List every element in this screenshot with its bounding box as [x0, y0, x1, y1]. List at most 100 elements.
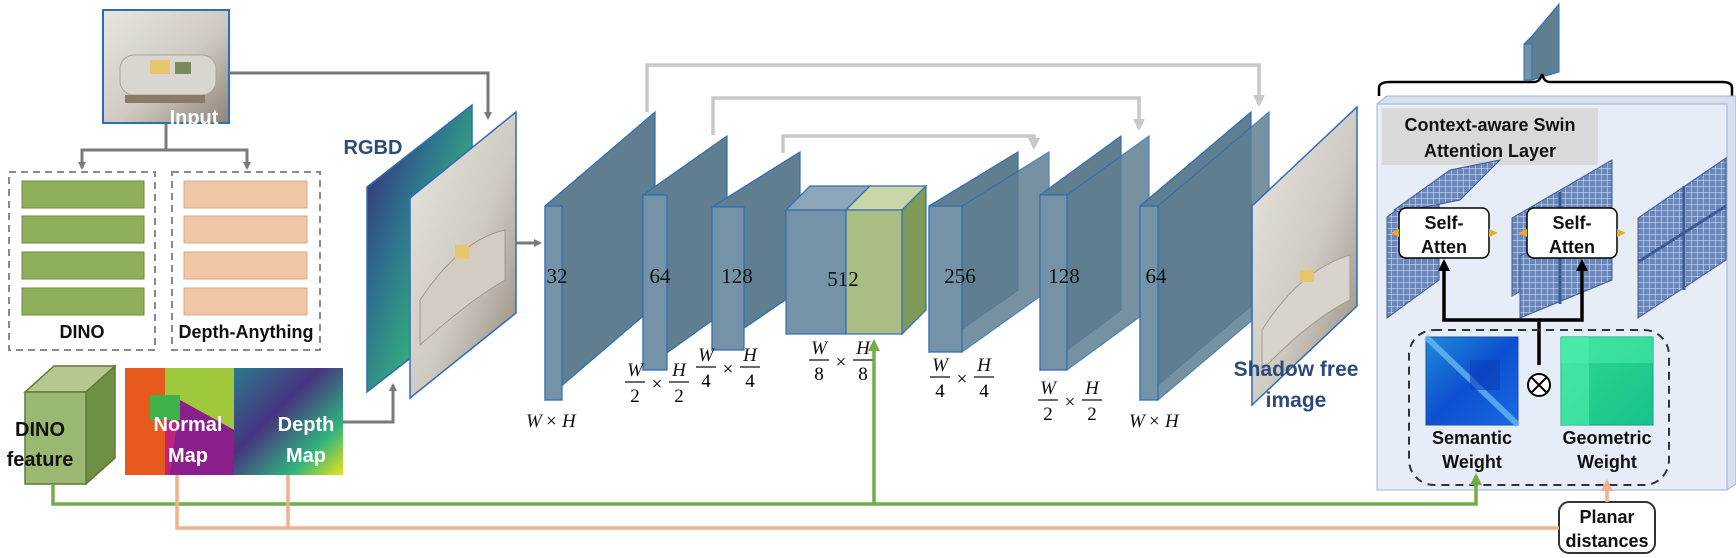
semantic-weight-label-1: Semantic [1432, 428, 1512, 448]
svg-text:×: × [723, 359, 734, 380]
svg-text:W: W [627, 360, 645, 381]
svg-text:8: 8 [814, 364, 824, 385]
output-label-1: Shadow free [1234, 358, 1359, 381]
normal-map: Normal Map [125, 368, 234, 475]
dim-label-4: W 8 × H 8 [809, 338, 873, 385]
layer-32 [544, 110, 656, 402]
shadow-free-output: Shadow free image [1234, 105, 1359, 412]
svg-text:Self-: Self- [1424, 213, 1463, 233]
attention-layer-icon [1523, 2, 1560, 81]
normal-map-label-1: Normal [154, 414, 223, 436]
svg-text:W: W [811, 338, 829, 359]
depth-map-label-2: Map [286, 445, 326, 467]
panel-brace [1377, 73, 1734, 96]
layer-num-4: 256 [944, 264, 976, 288]
skip-connections [645, 63, 1265, 153]
dino-feature-label-2: feature [7, 449, 74, 471]
dim-label-7: W × H [1129, 411, 1180, 432]
layer-num-6: 64 [1146, 264, 1168, 288]
svg-text:8: 8 [858, 364, 868, 385]
svg-text:×: × [957, 369, 968, 390]
planar-label-1: Planar [1579, 507, 1634, 527]
depth-map: Depth Map [234, 368, 343, 475]
window-grid-right [1637, 157, 1727, 319]
rgbd-label: RGBD [344, 137, 403, 159]
attention-flow-arrows [1390, 229, 1626, 237]
panel-title-2: Attention Layer [1424, 141, 1556, 161]
dim-label-2: W 2 × H 2 [625, 360, 689, 407]
dino-label: DINO [60, 322, 105, 342]
layer-num-1: 64 [650, 264, 672, 288]
svg-text:H: H [1084, 378, 1100, 399]
dim-label-5: W 4 × H 4 [930, 355, 994, 402]
svg-text:2: 2 [674, 386, 684, 407]
svg-text:×: × [652, 374, 663, 395]
svg-text:2: 2 [1087, 404, 1097, 425]
svg-text:4: 4 [979, 381, 989, 402]
dim-label-1: W × H [526, 411, 577, 432]
weights-box [1408, 329, 1670, 486]
dim-label-3: W 4 × H 4 [696, 345, 760, 392]
svg-text:H: H [855, 338, 871, 359]
weight-arrows [1438, 259, 1588, 365]
svg-text:×: × [546, 411, 557, 432]
svg-text:×: × [836, 352, 847, 373]
layer-num-5: 128 [1048, 264, 1080, 288]
svg-text:×: × [1065, 392, 1076, 413]
svg-text:Self-: Self- [1552, 213, 1591, 233]
planar-label-2: distances [1565, 531, 1648, 551]
svg-text:H: H [1164, 411, 1180, 432]
geometric-weight-map: Geometric Weight [1560, 336, 1654, 472]
svg-text:2: 2 [1043, 404, 1053, 425]
svg-text:W: W [932, 355, 950, 376]
svg-text:Atten: Atten [1421, 237, 1467, 257]
svg-text:Atten: Atten [1549, 237, 1595, 257]
svg-text:2: 2 [630, 386, 640, 407]
svg-text:4: 4 [701, 371, 711, 392]
green-feature-line [51, 339, 1482, 506]
unet-layers [544, 110, 1270, 402]
input-label: Input [170, 107, 219, 129]
input-arrows [78, 71, 492, 170]
layer-num-0: 32 [547, 264, 568, 288]
depth-anything-encoder: Depth-Anything [171, 171, 321, 351]
svg-text:×: × [1149, 411, 1160, 432]
svg-text:H: H [742, 345, 758, 366]
depth-anything-label: Depth-Anything [179, 322, 314, 342]
normal-map-label-2: Map [168, 445, 208, 467]
layer-num-2: 128 [721, 264, 753, 288]
layer-128-down [711, 150, 801, 352]
svg-text:H: H [976, 355, 992, 376]
self-atten-box-left: Self- Atten [1398, 207, 1490, 259]
input-image: Input [102, 9, 230, 129]
svg-text:W: W [1040, 378, 1058, 399]
planar-distances-box: Planar distances [1558, 501, 1656, 554]
dino-feature-label-1: DINO [15, 419, 65, 441]
dino-feature-cube: DINO feature [7, 364, 117, 486]
svg-text:4: 4 [745, 371, 755, 392]
dino-encoder: DINO [8, 171, 156, 351]
svg-text:H: H [561, 411, 577, 432]
layer-64 [642, 134, 728, 372]
depth-to-rgbd-arrow [343, 383, 397, 424]
layer-num-3: 512 [827, 267, 859, 291]
orange-geometry-line [175, 475, 1613, 530]
rgbd-stack: RGBD [344, 103, 517, 400]
layer-512 [784, 184, 928, 336]
layer-128-up [1039, 134, 1150, 372]
geometric-weight-label-2: Weight [1577, 452, 1637, 472]
depth-map-label-1: Depth [278, 414, 335, 436]
otimes-operator [1527, 373, 1551, 397]
svg-text:W: W [1129, 411, 1147, 432]
self-atten-box-right: Self- Atten [1526, 207, 1618, 259]
layer-numbers: 32 64 128 512 256 128 64 [547, 264, 1168, 291]
layer-64-up [1139, 110, 1270, 402]
semantic-weight-label-2: Weight [1442, 452, 1502, 472]
svg-text:H: H [671, 360, 687, 381]
geometric-weight-label-1: Geometric [1562, 428, 1651, 448]
svg-text:4: 4 [935, 381, 945, 402]
dim-label-6: W 2 × H 2 [1038, 378, 1102, 425]
attention-panel: Context-aware Swin Attention Layer Self-… [1376, 95, 1736, 491]
output-label-2: image [1266, 389, 1327, 412]
